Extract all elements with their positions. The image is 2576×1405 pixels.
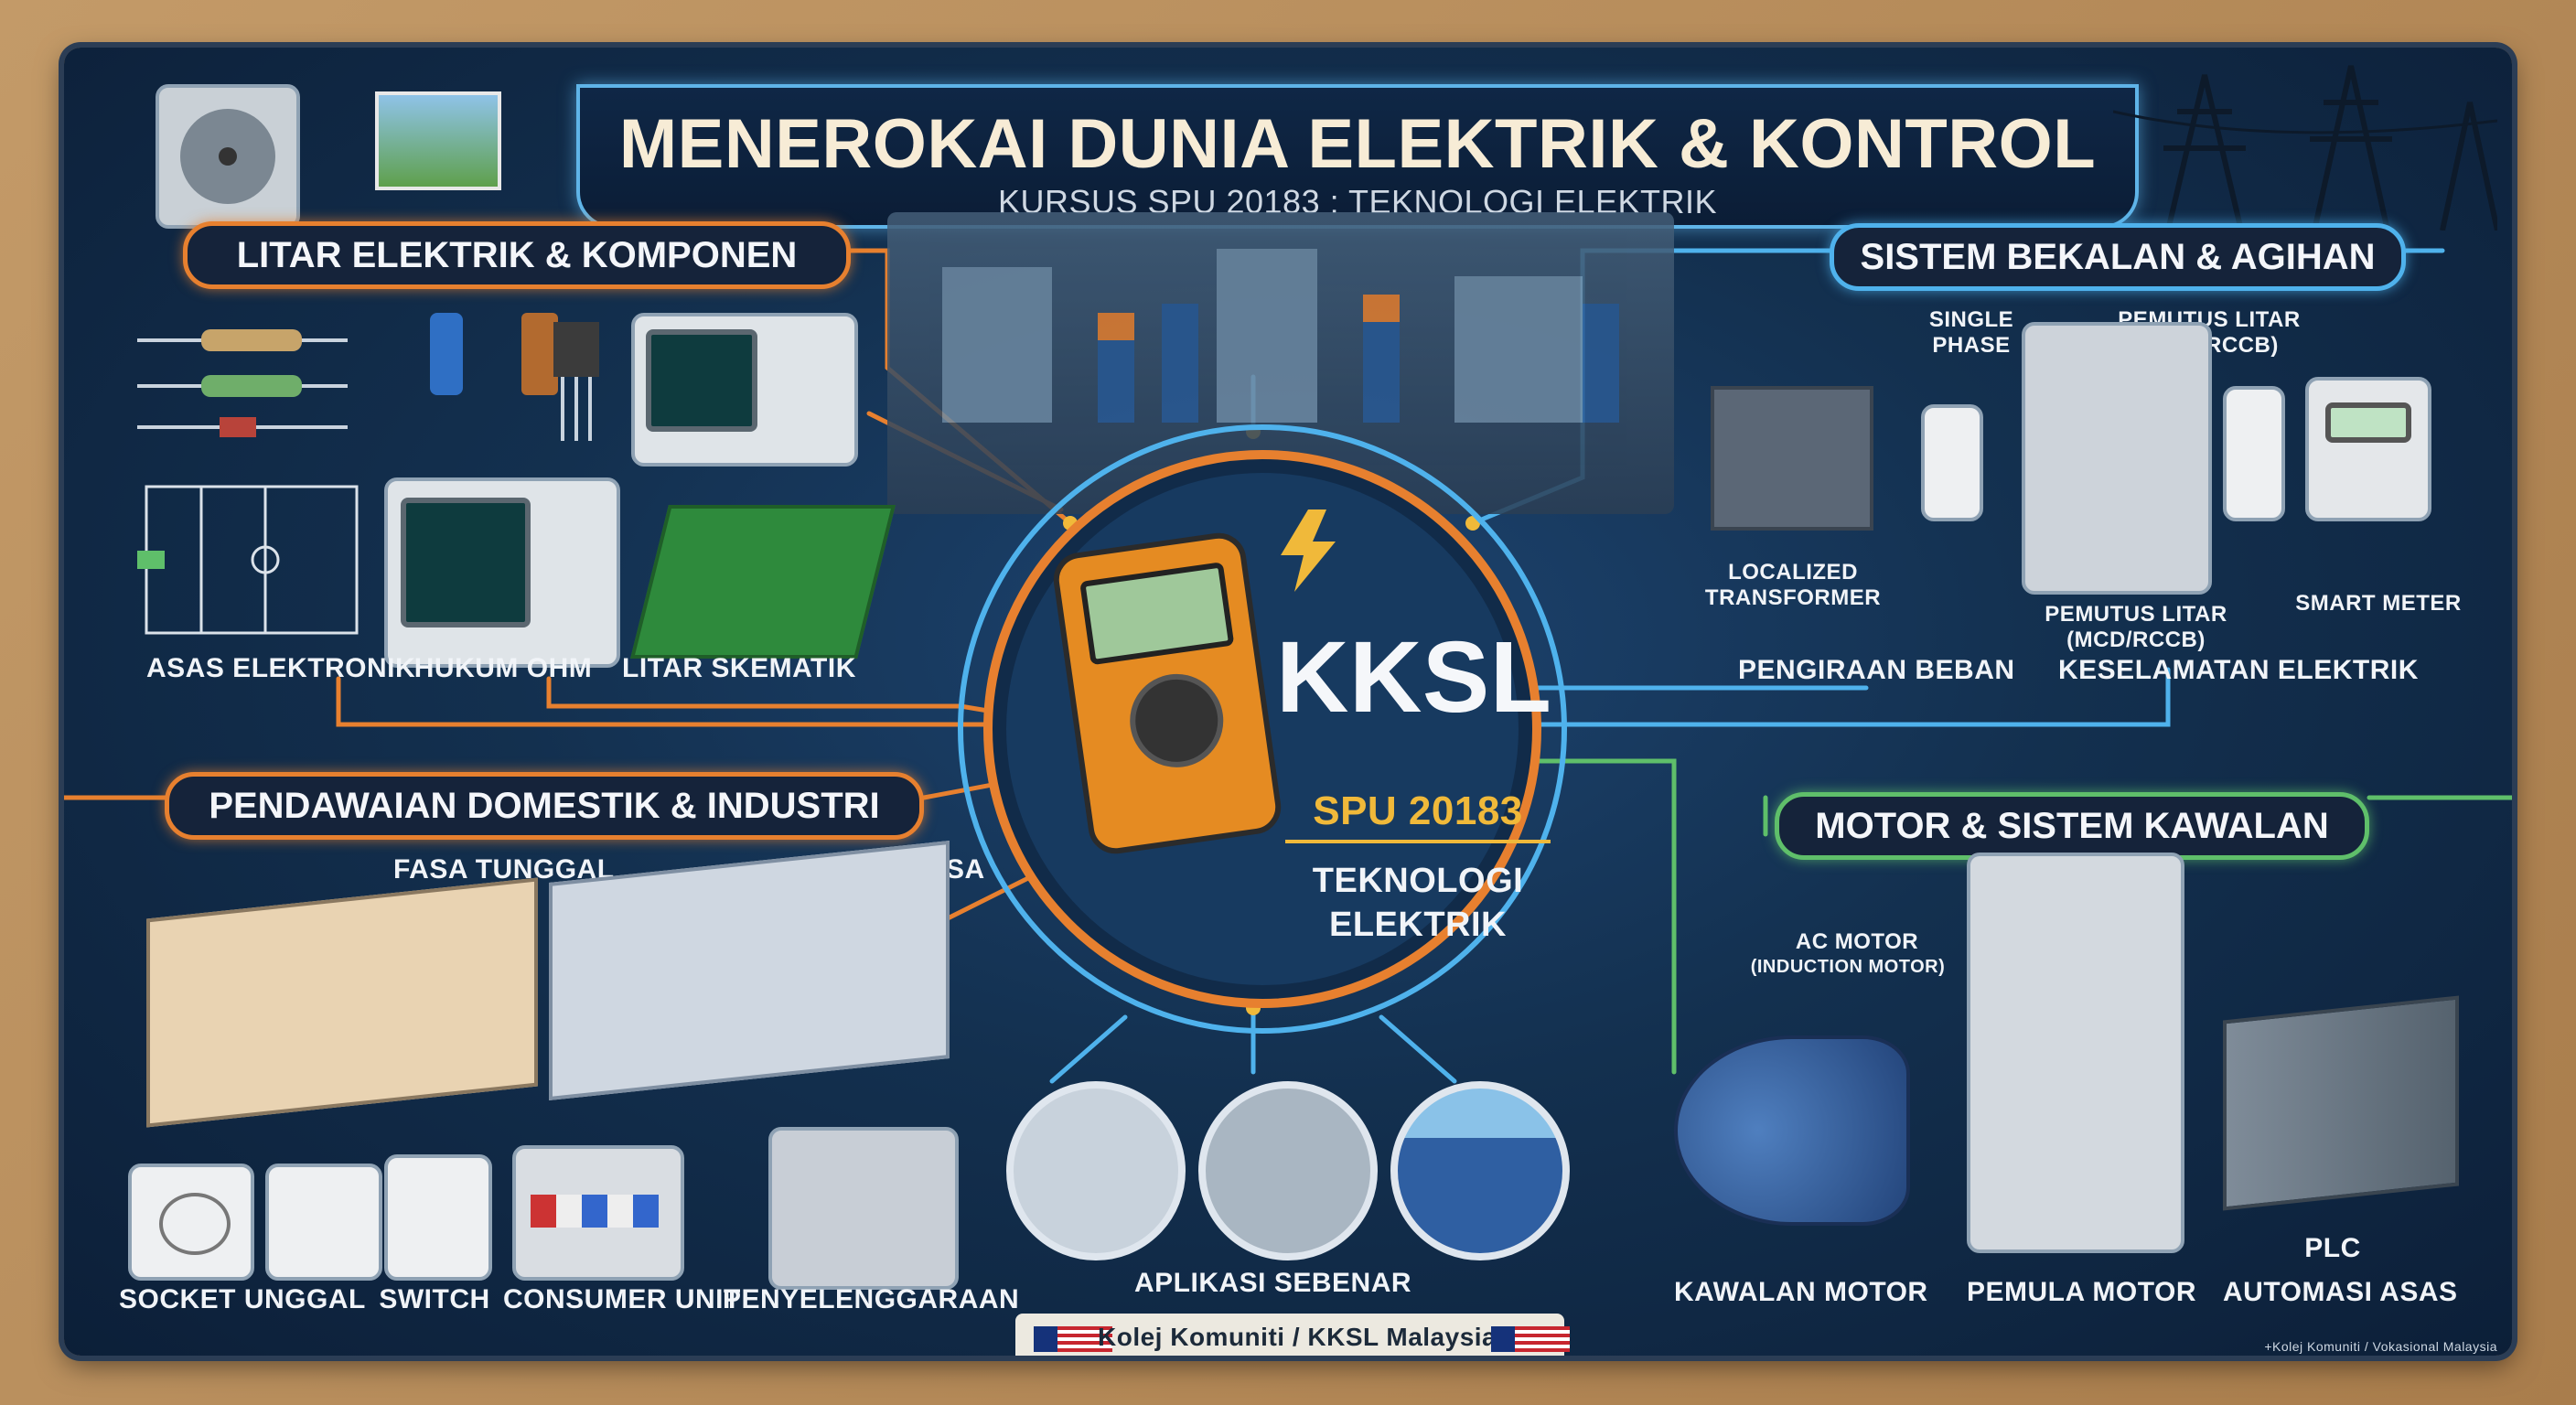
label-smart-meter: SMART METER <box>2295 591 2462 616</box>
malaysia-flag-icon <box>1034 1326 1112 1352</box>
title-banner: MENEROKAI DUNIA ELEKTRIK & KONTROL KURSU… <box>576 84 2139 229</box>
center-badge: KKSL <box>1276 621 1552 734</box>
section-litar-title: LITAR ELEKTRIK & KOMPONEN <box>183 221 851 289</box>
socket-icon <box>128 1164 254 1281</box>
transformer-icon <box>1711 386 1873 531</box>
components-icon <box>137 313 558 437</box>
aplikasi-solar <box>1390 1081 1570 1260</box>
section-motor-title: MOTOR & SISTEM KAWALAN <box>1775 792 2369 860</box>
socket-icon-2 <box>265 1164 382 1281</box>
label-keselamatan: KESELAMATAN ELEKTRIK <box>2058 655 2419 685</box>
switch-icon <box>384 1154 492 1281</box>
label-socket: SOCKET UNGGAL <box>119 1284 366 1314</box>
label-aplikasi-sebenar: APLIKASI SEBENAR <box>1134 1268 1412 1298</box>
label-consumer-unit: CONSUMER UNIT <box>503 1284 741 1314</box>
label-transformer-1: LOCALIZED <box>1728 560 1858 585</box>
aplikasi-conveyor <box>1198 1081 1378 1260</box>
solar-panel-photo <box>375 91 501 190</box>
maintenance-panel-icon <box>768 1127 959 1290</box>
label-pengiraan-beban: PENGIRAAN BEBAN <box>1738 655 2015 685</box>
ac-motor-icon <box>1674 1035 1910 1226</box>
label-plc: PLC <box>2304 1233 2361 1263</box>
footer-text: Kolej Komuniti / KKSL Malaysia <box>1098 1323 1497 1351</box>
ventilation-fan <box>156 84 300 229</box>
socket-face <box>159 1193 231 1255</box>
label-ac-motor-1: AC MOTOR <box>1795 929 1919 954</box>
oscilloscope-top <box>631 313 858 467</box>
consumer-unit-icon <box>512 1145 684 1281</box>
schematic-icon <box>137 485 359 635</box>
label-litar-skematik: LITAR SKEMATIK <box>622 653 856 683</box>
center-code: SPU 20183 <box>1285 788 1551 843</box>
fan-icon <box>180 109 275 204</box>
label-pemutus-bottom-1: PEMUTUS LITAR <box>2045 602 2227 627</box>
label-pemula-motor: PEMULA MOTOR <box>1967 1277 2196 1307</box>
smart-meter-display <box>2325 402 2411 443</box>
plc-icon <box>2223 995 2459 1211</box>
oscilloscope-top-screen <box>646 329 757 432</box>
pcb-board <box>630 505 896 659</box>
motor-starter-panel <box>1967 853 2184 1253</box>
mcb-rccb <box>2223 386 2285 521</box>
malaysia-flag-icon-right <box>1491 1326 1570 1352</box>
section-pendawaian-title: PENDAWAIAN DOMESTIK & INDUSTRI <box>165 772 924 840</box>
label-single-phase-1: SINGLE <box>1928 307 2014 332</box>
house-wiring <box>146 877 538 1128</box>
section-bekalan-title: SISTEM BEKALAN & AGIHAN <box>1830 223 2406 291</box>
label-hukum-ohm: HUKUM OHM <box>413 653 593 683</box>
aplikasi-aircond <box>1006 1081 1186 1260</box>
multimeter-display <box>1079 562 1235 666</box>
infographic-board: MENEROKAI DUNIA ELEKTRIK & KONTROL KURSU… <box>64 48 2512 1356</box>
center-line2: ELEKTRIK <box>1329 906 1507 944</box>
label-penyelenggaraan: PENYELENGGARAAN <box>723 1284 1020 1314</box>
distribution-board <box>2022 322 2212 595</box>
footer-credit: +Kolej Komuniti / Vokasional Malaysia <box>2264 1339 2497 1354</box>
label-ac-motor-2: (INDUCTION MOTOR) <box>1750 957 1946 977</box>
label-automasi-asas: AUTOMASI ASAS <box>2223 1277 2458 1307</box>
lightning-icon <box>1281 509 1336 592</box>
mcb-single <box>1921 404 1983 521</box>
oscilloscope-main-screen <box>401 498 531 627</box>
label-kawalan-motor: KAWALAN MOTOR <box>1674 1277 1928 1307</box>
multimeter-dial <box>1123 668 1229 774</box>
pylon-icon <box>2113 65 2497 231</box>
smart-meter-icon <box>2305 377 2431 521</box>
label-transformer-2: TRANSFORMER <box>1704 585 1882 610</box>
industrial-wiring <box>549 840 950 1101</box>
main-title: MENEROKAI DUNIA ELEKTRIK & KONTROL <box>618 105 2097 183</box>
center-line1: TEKNOLOGI <box>1312 862 1524 900</box>
label-asas-elektronik: ASAS ELEKTRONIK <box>146 653 416 683</box>
transistor-icon <box>553 322 599 441</box>
breaker-row <box>531 1195 659 1228</box>
label-switch: SWITCH <box>379 1284 490 1314</box>
label-single-phase-2: PHASE <box>1932 333 2011 358</box>
oscilloscope-main <box>384 477 620 668</box>
label-pemutus-bottom-2: (MCD/RCCB) <box>2066 627 2206 652</box>
